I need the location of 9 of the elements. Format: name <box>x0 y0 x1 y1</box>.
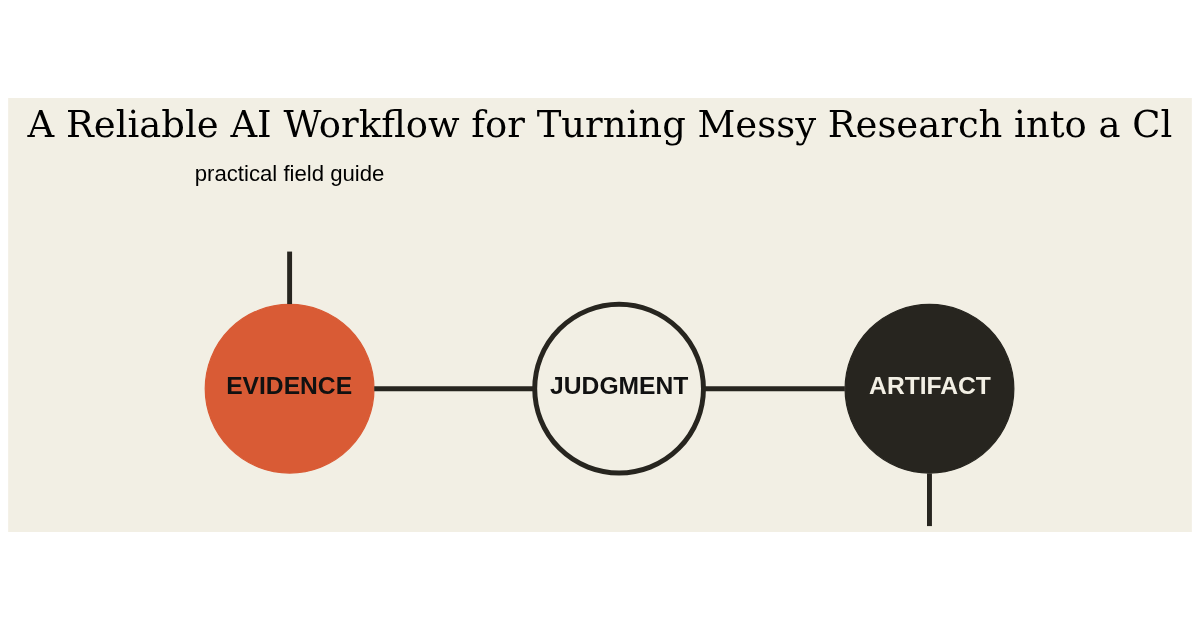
diagram-title: A Reliable AI Workflow for Turning Messy Research into a Cl <box>27 103 1173 147</box>
connector <box>374 386 535 392</box>
connector <box>287 251 293 305</box>
node-circle: ARTIFACT <box>844 303 1015 474</box>
caption: practical field guide <box>194 161 385 187</box>
node-circle: EVIDENCE <box>204 303 375 474</box>
connector <box>703 386 845 392</box>
node-circle: JUDGMENT <box>532 301 706 476</box>
connector <box>927 473 932 527</box>
